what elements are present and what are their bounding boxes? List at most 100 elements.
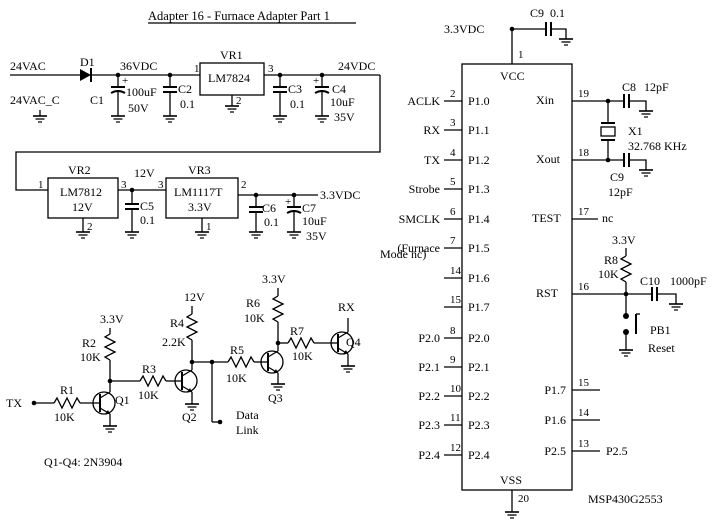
label-c1-voltage: 50V bbox=[128, 101, 149, 115]
crystal-x1 bbox=[600, 101, 616, 160]
label-3v3-a: 3.3V bbox=[100, 312, 124, 326]
label-xin-pin: 19 bbox=[578, 88, 590, 100]
label-test: TEST bbox=[532, 211, 561, 225]
resistor-r3 bbox=[139, 374, 167, 388]
label-vr3-part: LM1117T bbox=[174, 185, 223, 199]
label-c7-value: 10uF bbox=[302, 214, 327, 228]
label-vss: VSS bbox=[500, 473, 522, 487]
label-vss-pin: 20 bbox=[518, 493, 530, 505]
transistor-q3 bbox=[260, 350, 286, 391]
pin-number: 6 bbox=[450, 206, 456, 218]
pin-name: P1.7 bbox=[544, 383, 566, 397]
pin-number: 10 bbox=[450, 383, 462, 395]
label-3v3dc-supply: 3.3VDC bbox=[444, 22, 484, 36]
pin-number: 5 bbox=[450, 176, 456, 188]
pin-number: 9 bbox=[450, 354, 456, 366]
pin-net-label: P2.4 bbox=[418, 448, 440, 462]
pin-net-label: P2.2 bbox=[418, 389, 440, 403]
label-c6-ref: C6 bbox=[262, 201, 276, 215]
pin-number: 13 bbox=[578, 438, 590, 450]
pin-number: 7 bbox=[450, 235, 456, 247]
label-rx-out: RX bbox=[338, 300, 355, 314]
regulator-vr2 bbox=[47, 177, 119, 239]
label-r6-value: 10K bbox=[244, 311, 265, 325]
label-vcc-pin: 1 bbox=[518, 49, 524, 61]
label-mode-nc: Mode nc) bbox=[380, 247, 426, 261]
label-r1-ref: R1 bbox=[60, 383, 74, 397]
capacitor-c9-decouple bbox=[545, 22, 574, 46]
label-vr2-ref: VR2 bbox=[68, 163, 91, 177]
label-q2: Q2 bbox=[182, 410, 197, 424]
label-vr2-pin-gnd: 2 bbox=[87, 221, 93, 233]
label-c1-ref: C1 bbox=[90, 93, 104, 107]
label-r4-ref: R4 bbox=[170, 316, 184, 330]
label-r5-ref: R5 bbox=[230, 343, 244, 357]
label-c9-xout-value: 12pF bbox=[608, 185, 633, 199]
label-q1: Q1 bbox=[115, 393, 130, 407]
label-vr3-pin-out: 2 bbox=[241, 179, 247, 191]
resistor-r7 bbox=[287, 336, 315, 350]
label-r8-ref: R8 bbox=[604, 253, 618, 267]
label-x1-ref: X1 bbox=[628, 124, 643, 138]
label-c10-value: 1000pF bbox=[670, 274, 707, 288]
label-tx-in: TX bbox=[6, 396, 22, 410]
label-c7-ref: C7 bbox=[302, 201, 316, 215]
pin-name: P2.2 bbox=[468, 389, 490, 403]
label-r3-value: 10K bbox=[138, 388, 159, 402]
label-vr1-pin-in: 1 bbox=[194, 63, 200, 75]
label-c3-ref: C3 bbox=[288, 82, 302, 96]
label-vr2-pin-in: 1 bbox=[38, 179, 44, 191]
svg-text:+: + bbox=[313, 75, 319, 87]
pin-number: 14 bbox=[450, 265, 462, 277]
label-r2-ref: R2 bbox=[82, 336, 96, 350]
transistor-q2 bbox=[174, 369, 200, 411]
label-3v3-b: 3.3V bbox=[262, 272, 286, 286]
pin-name: P1.6 bbox=[468, 271, 490, 285]
label-data-link-2: Link bbox=[236, 423, 259, 437]
capacitor-c1: + bbox=[110, 72, 128, 123]
label-c4-ref: C4 bbox=[332, 82, 346, 96]
label-c8-ref: C8 bbox=[622, 80, 636, 94]
label-c2-ref: C2 bbox=[178, 82, 192, 96]
label-test-nc: nc bbox=[602, 211, 613, 225]
label-xin: Xin bbox=[536, 93, 554, 107]
label-c4-value: 10uF bbox=[330, 95, 355, 109]
resistor-r2 bbox=[103, 333, 117, 361]
pin-name: P1.2 bbox=[468, 153, 490, 167]
resistor-r1 bbox=[53, 396, 81, 410]
label-c4-voltage: 35V bbox=[334, 110, 355, 124]
pin-net-label: RX bbox=[423, 123, 440, 137]
pin-name: P2.4 bbox=[468, 448, 490, 462]
microcontroller-section: 3.3VDC 1 C9 0.1 VCC VSS 20 MSP430G2553 2… bbox=[380, 6, 707, 519]
pin-net-label: TX bbox=[424, 153, 440, 167]
label-vr2-pin-out: 3 bbox=[121, 179, 127, 191]
label-r7-value: 10K bbox=[292, 349, 313, 363]
pin-net-label: P2.5 bbox=[606, 444, 628, 458]
transistor-interface-section: TX R1 10K Q1 3.3V R2 10K R3 10K bbox=[6, 272, 361, 469]
resistor-r4 bbox=[185, 313, 199, 341]
label-x1-value: 32.768 KHz bbox=[628, 139, 687, 153]
label-vr3-pin-gnd: 1 bbox=[206, 221, 212, 233]
capacitor-c6 bbox=[248, 192, 264, 239]
label-rst: RST bbox=[536, 286, 559, 300]
label-pb1-reset: Reset bbox=[648, 341, 675, 355]
pushbutton-pb1 bbox=[618, 294, 640, 357]
label-c10-ref: C10 bbox=[640, 274, 660, 288]
capacitor-c3 bbox=[272, 72, 288, 123]
label-12v: 12V bbox=[134, 166, 155, 180]
label-12v-b: 12V bbox=[184, 290, 205, 304]
svg-text:+: + bbox=[285, 196, 291, 208]
pin-name: P1.6 bbox=[544, 413, 566, 427]
power-supply-section: 24VAC D1 36VDC 24VAC_C + C1 100uF 50V bbox=[10, 48, 381, 243]
diode-d1 bbox=[80, 68, 92, 82]
pin-number: 15 bbox=[450, 294, 462, 306]
label-q4: Q4 bbox=[346, 335, 361, 349]
label-c9-xout-ref: C9 bbox=[610, 170, 624, 184]
label-vr1-part: LM7824 bbox=[208, 71, 250, 85]
pin-net-label: SMCLK bbox=[399, 212, 441, 226]
pin-name: P2.0 bbox=[468, 331, 490, 345]
pin-net-label: P2.3 bbox=[418, 418, 440, 432]
